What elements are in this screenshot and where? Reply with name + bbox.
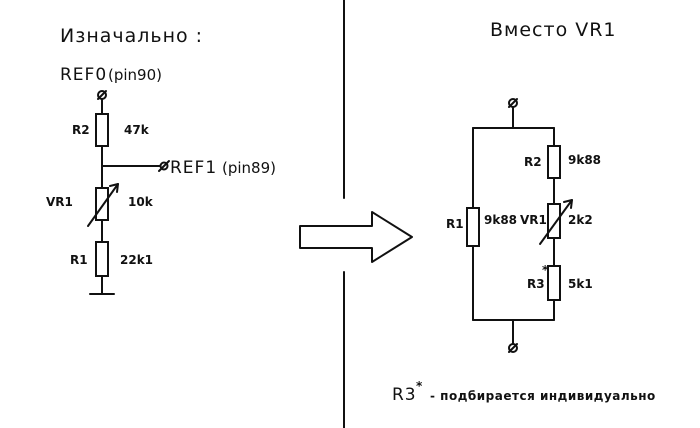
right-r1-value: 9k88 [484, 213, 517, 227]
transform-arrow [299, 211, 413, 263]
right-vr1-arrowhead [563, 199, 573, 209]
right-vr1-name: VR1 [520, 213, 547, 227]
left-r1-name: R1 [70, 253, 88, 267]
ref0-pin-label: (pin90) [108, 66, 162, 84]
left-title: Изначально : [60, 25, 203, 47]
right-bottom-terminal-slash [508, 343, 518, 353]
right-vr1-arrow [539, 199, 573, 245]
right-vr1-resistor [547, 203, 561, 239]
note-text: - подбирается индивидуально [430, 389, 656, 403]
right-r2-value: 9k88 [568, 153, 601, 167]
ref0-terminal-slash [97, 90, 107, 100]
left-r1-value: 22k1 [120, 253, 153, 267]
right-r1-resistor [466, 207, 480, 247]
ref1-pin-label: (pin89) [222, 159, 276, 177]
right-r3-name: R3 [527, 277, 545, 291]
right-title: Вместо VR1 [490, 19, 617, 41]
left-r1-resistor [95, 241, 109, 277]
left-vr1-value: 10k [128, 195, 154, 209]
left-r2-resistor [95, 113, 109, 147]
right-r2-name: R2 [524, 155, 542, 169]
left-r2-value: 47k [124, 123, 150, 137]
right-bottom-terminal [508, 343, 518, 353]
right-r3-mark: * [542, 263, 549, 277]
right-top-terminal-slash [508, 98, 518, 108]
left-vr1-arrowhead [109, 183, 119, 193]
right-vr1-value: 2k2 [568, 213, 593, 227]
right-r3-resistor [547, 265, 561, 301]
ref1-terminal [159, 161, 169, 171]
right-r2-resistor [547, 145, 561, 179]
left-vr1-resistor [95, 187, 109, 221]
ref1-label: REF1 [170, 158, 217, 178]
note-mark: * [416, 379, 423, 393]
left-vr1-arrow [87, 183, 119, 227]
right-r1-name: R1 [446, 217, 464, 231]
right-r3-value: 5k1 [568, 277, 593, 291]
ref1-terminal-slash [158, 160, 170, 172]
ref0-label: REF0 [60, 65, 107, 85]
left-vr1-name: VR1 [46, 195, 73, 209]
left-r2-name: R2 [72, 123, 90, 137]
note-ref: R3 [392, 385, 417, 405]
